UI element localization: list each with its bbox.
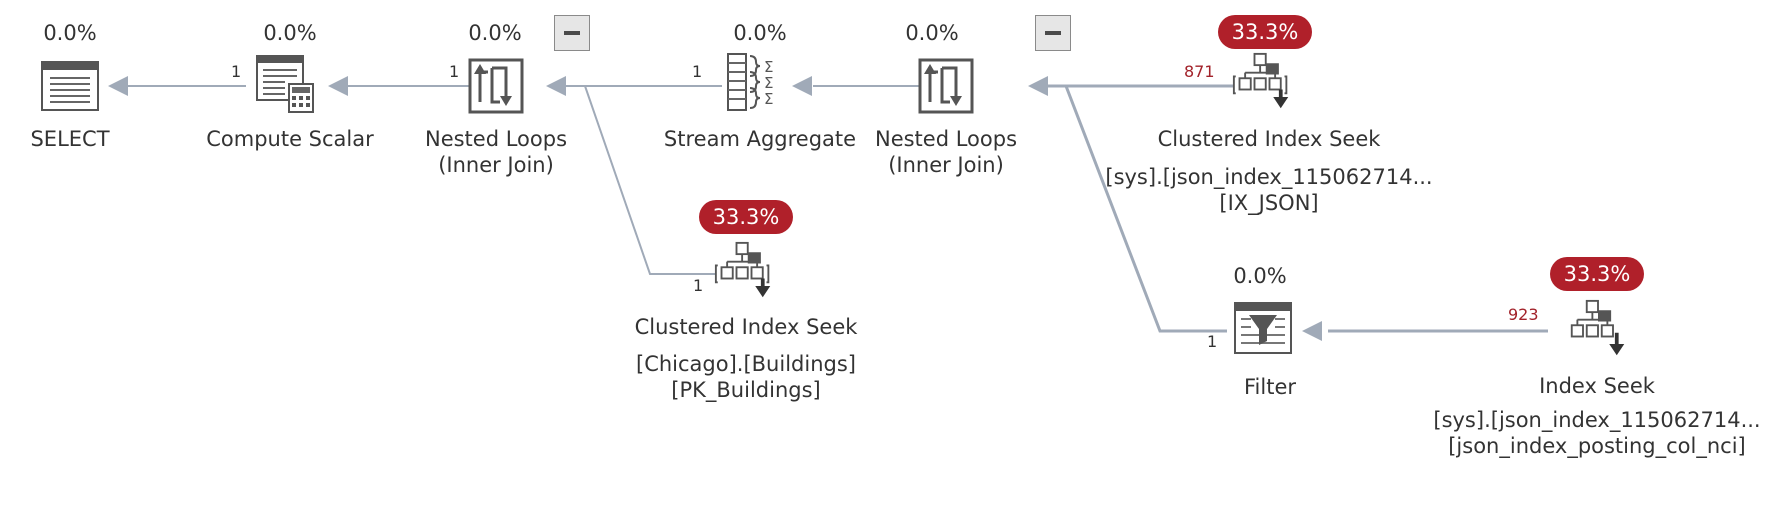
compute-scalar-icon — [256, 55, 314, 113]
arrowhead — [1302, 321, 1322, 341]
svg-text:Σ: Σ — [764, 74, 773, 92]
nested-loops-icon — [918, 58, 974, 114]
nested-loops-icon — [468, 58, 524, 114]
object-name: [Chicago].[Buildings] — [636, 352, 856, 376]
edge-line — [584, 85, 715, 275]
operator-subtitle: (Inner Join) — [888, 153, 1004, 177]
index-name: [json_index_posting_col_nci] — [1448, 434, 1746, 458]
stream-aggregate-icon: ΣΣΣ — [727, 53, 773, 111]
arrowhead — [792, 76, 812, 96]
clustered-index-seek-node[interactable]: 33.3% Clustered Index Seek [sys].[json_i… — [1105, 0, 1520, 220]
operator-title: SELECT — [30, 127, 110, 151]
cost-percent: 0.0% — [263, 21, 317, 45]
operator-title: Filter — [1243, 375, 1296, 399]
index-seek-node[interactable]: 33.3% Index Seek [sys].[json_index_11506… — [1433, 250, 1761, 458]
index-name: [PK_Buildings] — [671, 378, 821, 402]
select-icon — [41, 61, 99, 111]
cost-percent: 0.0% — [905, 21, 959, 45]
cost-percent: 33.3% — [699, 200, 793, 234]
arrowhead — [1028, 76, 1048, 96]
edge-row-count: 1 — [231, 62, 242, 81]
svg-text:Σ: Σ — [764, 90, 773, 108]
edge-row-count: 1 — [692, 62, 703, 81]
filter-node[interactable]: 0.0% Filter — [1180, 250, 1360, 410]
operator-title: Clustered Index Seek — [634, 315, 858, 339]
cost-percent: 33.3% — [1218, 15, 1312, 49]
index-name: [IX_JSON] — [1219, 191, 1319, 215]
operator-title: Stream Aggregate — [663, 127, 857, 151]
operator-title: Compute Scalar — [206, 127, 374, 151]
arrowhead — [108, 76, 128, 96]
operator-title: Nested Loops — [424, 127, 568, 151]
object-name: [sys].[json_index_115062714... — [1433, 408, 1761, 432]
collapse-icon[interactable] — [1035, 15, 1071, 51]
nested-loops-node[interactable]: 0.0% Nested Loops (Inner Join) — [420, 0, 620, 180]
nested-loops-node[interactable]: 0.0% Nested Loops (Inner Join) — [875, 0, 1140, 180]
compute-scalar-node[interactable]: 0.0% Compute Scalar — [206, 0, 374, 160]
edge-row-count: 1 — [449, 62, 460, 81]
cost-percent: 0.0% — [1233, 264, 1287, 288]
arrowhead — [546, 76, 566, 96]
clustered-index-seek-icon — [714, 241, 771, 298]
edge-row-count: 1 — [693, 276, 704, 295]
object-name: [sys].[json_index_115062714... — [1105, 165, 1433, 189]
operator-title: Nested Loops — [874, 127, 1018, 151]
cost-percent: 0.0% — [43, 21, 97, 45]
select-node[interactable]: 0.0% SELECT — [0, 0, 140, 160]
operator-subtitle: (Inner Join) — [438, 153, 554, 177]
cost-percent: 33.3% — [1550, 257, 1644, 291]
filter-icon — [1234, 302, 1292, 354]
clustered-index-seek-icon — [1232, 52, 1289, 109]
collapse-icon[interactable] — [554, 15, 590, 51]
cost-percent: 0.0% — [733, 21, 787, 45]
edge-row-count: 871 — [1184, 62, 1215, 81]
svg-text:Σ: Σ — [764, 58, 773, 76]
edge-row-count: 923 — [1508, 305, 1539, 324]
clustered-index-seek-node[interactable]: 33.3% Clustered Index Seek [Chicago].[Bu… — [635, 200, 900, 402]
cost-percent: 0.0% — [468, 21, 522, 45]
operator-title: Index Seek — [1539, 374, 1655, 398]
edge-line — [1064, 85, 1227, 333]
arrowhead — [328, 76, 348, 96]
operator-title: Clustered Index Seek — [1157, 127, 1381, 151]
index-seek-icon — [1570, 299, 1625, 356]
edge-row-count: 1 — [1207, 332, 1218, 351]
